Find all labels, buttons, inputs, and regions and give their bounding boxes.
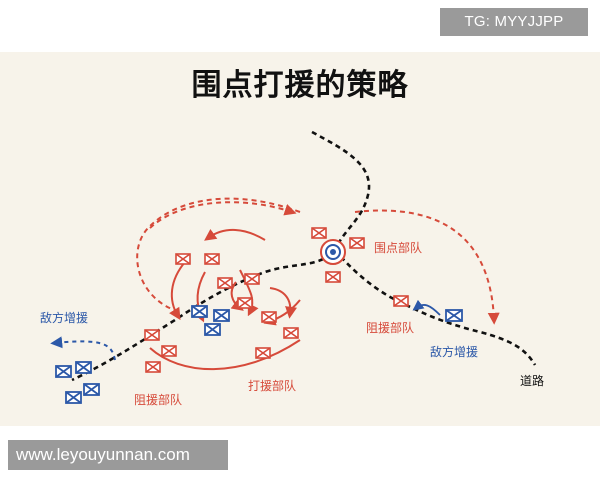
top-arc-arrow xyxy=(149,201,297,229)
label-road: 道路 xyxy=(520,373,544,388)
big-left-arc-arrow xyxy=(136,197,301,313)
right-sweep-arrow xyxy=(354,209,500,325)
strike-arrow-6 xyxy=(269,287,297,319)
enemy-right-arrow xyxy=(412,299,441,316)
label-enemy-reinforce-left: 敌方增援 xyxy=(40,310,88,325)
label-strike-unit: 打援部队 xyxy=(248,378,296,393)
strike-arrow-4 xyxy=(239,269,259,317)
diagram-panel: 围点打援的策略 xyxy=(0,52,600,426)
strike-arrow-2 xyxy=(169,261,186,321)
enemy-left-arrow xyxy=(50,336,116,361)
siege-target-center xyxy=(330,249,336,255)
diagram-title: 围点打援的策略 xyxy=(191,68,409,103)
label-siege-unit: 围点部队 xyxy=(374,240,422,255)
strike-arrow-1 xyxy=(204,228,266,241)
watermark-top: TG: MYYJJPP xyxy=(440,8,588,36)
label-enemy-reinforce-right: 敌方增援 xyxy=(430,344,478,359)
label-block-unit-bottom: 阻援部队 xyxy=(134,392,182,407)
watermark-bottom: www.leyouyunnan.com xyxy=(8,440,228,470)
label-block-unit-right: 阻援部队 xyxy=(366,320,414,335)
road-line-east xyxy=(334,249,537,366)
